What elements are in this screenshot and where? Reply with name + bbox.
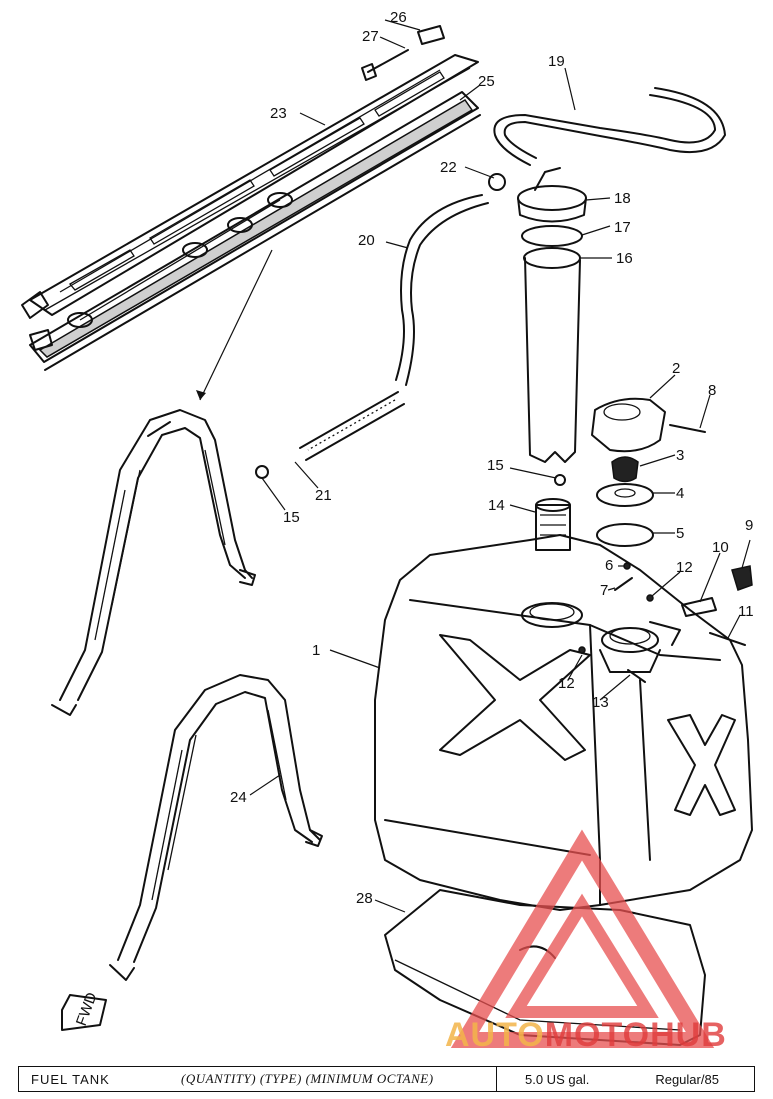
- bolt-part-12: [578, 594, 654, 654]
- fuel-cap-part-2: [591, 397, 666, 453]
- callout-11: 11: [738, 603, 754, 620]
- callout-21: 21: [315, 487, 332, 504]
- clamp-part-22: [488, 173, 506, 191]
- hose-part-21: [299, 391, 405, 461]
- cap-plate-part-4: [596, 483, 654, 507]
- watermark-hub: HUB: [650, 1016, 727, 1054]
- callout-18: 18: [614, 190, 631, 207]
- bolt-part-27: [361, 49, 409, 81]
- fuel-quantity: 5.0 US gal.: [525, 1071, 590, 1087]
- title-right-cell: 5.0 US gal. Regular/85: [497, 1072, 719, 1087]
- callout-1: 1: [312, 642, 320, 659]
- callout-12b: 12: [558, 675, 575, 692]
- gasket-part-5: [596, 523, 654, 547]
- fuel-gauge-cap-part-18: [517, 167, 587, 223]
- fuel-pickup-tube-part-16: [523, 247, 581, 463]
- fwd-arrow-icon: FWD: [61, 990, 107, 1031]
- seat-rail-part-23: [21, 54, 479, 319]
- lock-part-9: [731, 565, 753, 591]
- callout-12a: 12: [676, 559, 693, 576]
- callout-labels: 1 2 3 4 5 6 7 8 9 10 11 12 12 13 14 15 1…: [230, 9, 754, 907]
- callout-4: 4: [676, 485, 684, 502]
- callout-10: 10: [712, 539, 729, 556]
- pin-part-8: [669, 424, 706, 433]
- watermark-moto: MOTO: [544, 1016, 651, 1054]
- rivet-part-6: [623, 562, 631, 570]
- screw-part-13: [627, 669, 646, 683]
- spring-part-3: [611, 456, 639, 483]
- callout-24: 24: [230, 789, 247, 806]
- watermark-logo: AUTOMOTOHUB: [445, 1016, 727, 1055]
- callout-20: 20: [358, 232, 375, 249]
- spec-headings: (QUANTITY) (TYPE) (MINIMUM OCTANE): [181, 1071, 434, 1086]
- fuel-type-octane: Regular/85: [655, 1071, 719, 1087]
- collar-part-26: [417, 25, 445, 45]
- title-left-cell: FUEL TANK (QUANTITY) (TYPE) (MINIMUM OCT…: [19, 1067, 497, 1091]
- callout-13: 13: [592, 694, 609, 711]
- tank-band-part-24-upper: [51, 409, 256, 716]
- callout-27: 27: [362, 28, 379, 45]
- title-bar: FUEL TANK (QUANTITY) (TYPE) (MINIMUM OCT…: [18, 1066, 755, 1092]
- callout-22: 22: [440, 159, 457, 176]
- callout-2: 2: [672, 360, 680, 377]
- o-ring-part-17: [521, 225, 583, 247]
- pin-part-11: [709, 632, 746, 646]
- watermark-triangle-icon: [450, 829, 715, 1048]
- part-name: FUEL TANK: [31, 1071, 110, 1087]
- fuel-filter-part-14: [535, 498, 571, 551]
- callout-17: 17: [614, 219, 631, 236]
- callout-23: 23: [270, 105, 287, 122]
- pin-part-7: [614, 577, 633, 591]
- hinge-part-10: [681, 597, 717, 617]
- callout-3: 3: [676, 447, 684, 464]
- fuel-tank-part-1: [374, 534, 753, 911]
- callout-19: 19: [548, 53, 565, 70]
- leader-lines: [196, 19, 751, 913]
- seat-pad-part-25: [29, 91, 481, 371]
- callout-7: 7: [600, 582, 608, 599]
- tank-band-part-24-lower: [109, 674, 323, 981]
- callout-16: 16: [616, 250, 633, 267]
- callout-25: 25: [478, 73, 495, 90]
- fuel-hose-part-20: [395, 194, 489, 386]
- fuel-tank-exploded-diagram: FWD: [21, 9, 754, 1048]
- callout-26: 26: [390, 9, 407, 26]
- callout-5: 5: [676, 525, 684, 542]
- callout-15b: 15: [283, 509, 300, 526]
- callout-6: 6: [605, 557, 613, 574]
- clip-part-15: [255, 465, 566, 486]
- callout-14: 14: [488, 497, 505, 514]
- hose-part-19: [493, 87, 726, 166]
- watermark-auto: AUTO: [445, 1016, 545, 1054]
- callout-8: 8: [708, 382, 716, 399]
- callout-9: 9: [745, 517, 753, 534]
- callout-28: 28: [356, 890, 373, 907]
- callout-15a: 15: [487, 457, 504, 474]
